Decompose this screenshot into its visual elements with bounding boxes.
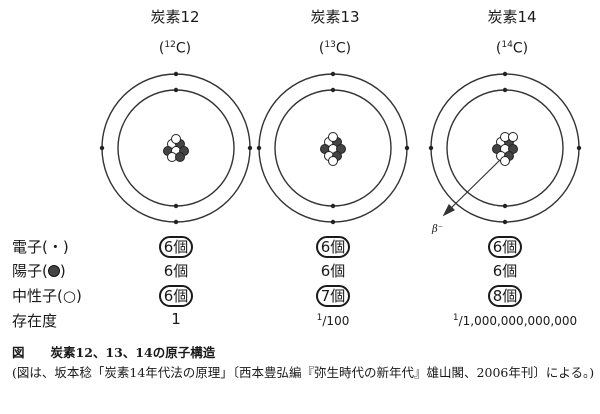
isotope-header-c12: 炭素12 (12C) [100,6,250,57]
figure-label: 図 [12,345,25,360]
neutron-count-c13: 7個 [315,285,351,307]
isotope-symbol: (13C) [318,40,352,57]
neutron-count-c12: 6個 [158,285,194,307]
row-label-abundance: 存在度 [12,312,58,330]
row-label-proton: 陽子() [12,262,66,280]
isotope-header-c14: 炭素14 (14C) [437,6,587,57]
neutron-count-c14: 8個 [487,285,523,307]
nucleus-c13 [320,132,346,166]
row-label-neutron: 中性子(○) [12,287,82,305]
abundance-c14: 1/1,000,000,000,000 [452,313,578,328]
isotope-name: 炭素14 [487,8,537,26]
isotope-name: 炭素12 [150,8,200,26]
proton-symbol-icon [47,265,60,277]
beta-decay-arrow [442,159,501,217]
proton-count-c12: 6個 [163,262,189,280]
nucleus-c12 [163,134,189,162]
isotope-symbol: (12C) [158,40,192,57]
abundance-c12: 1 [171,310,181,328]
atom-diagrams [99,71,582,225]
electron-count-c12: 6個 [158,236,194,258]
figure-source-note: (図は、坂本稔「炭素14年代法の原理」〔西本豊弘編『弥生時代の新年代』雄山閣、2… [12,365,595,380]
isotope-header-c13: 炭素13 (13C) [260,6,410,57]
isotope-name: 炭素13 [310,8,360,26]
proton-count-c13: 6個 [320,262,346,280]
beta-label: β⁻ [432,224,444,235]
isotope-symbol: (14C) [495,40,529,57]
figure-title: 炭素12、13、14の原子構造 [50,345,216,360]
electron-count-c13: 6個 [315,236,351,258]
row-label-electron: 電子(・) [12,238,69,256]
abundance-c13: 1/100 [316,313,350,328]
figure-caption: 図 炭素12、13、14の原子構造 [12,343,215,362]
nucleus-c14 [492,132,518,166]
proton-count-c14: 6個 [492,262,518,280]
electron-count-c14: 6個 [487,236,523,258]
